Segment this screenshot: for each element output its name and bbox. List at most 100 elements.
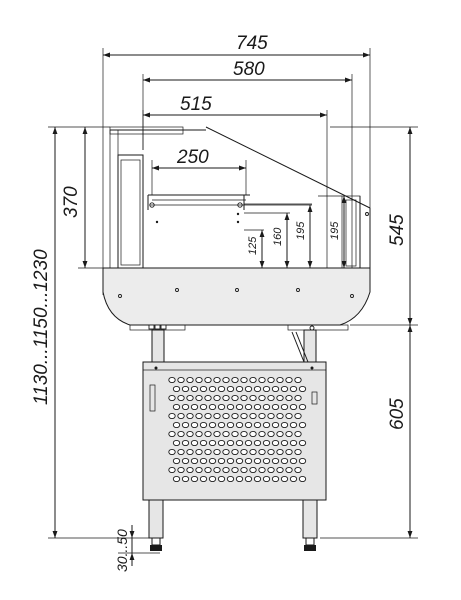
vent-hole bbox=[253, 457, 262, 465]
vent-hole bbox=[244, 385, 253, 393]
dim-195b-label: 195 bbox=[329, 221, 341, 240]
vent-hole bbox=[285, 448, 293, 456]
vent-hole bbox=[240, 376, 248, 384]
vent-hole bbox=[208, 457, 217, 465]
vent-hole bbox=[235, 385, 244, 393]
vent-hole bbox=[177, 376, 185, 384]
vent-hole bbox=[276, 394, 284, 402]
vent-hole bbox=[181, 385, 190, 393]
vent-hole bbox=[258, 466, 266, 474]
vent-hole bbox=[253, 385, 262, 393]
vent-hole bbox=[168, 430, 176, 438]
vent-hole bbox=[199, 421, 208, 429]
vent-hole bbox=[181, 475, 190, 483]
vent-hole bbox=[294, 394, 302, 402]
vent-hole bbox=[168, 466, 176, 474]
vent-hole bbox=[172, 421, 181, 429]
vent-hole bbox=[294, 376, 302, 384]
dim-515-label: 515 bbox=[180, 94, 212, 115]
vent-hole bbox=[285, 412, 293, 420]
vent-hole bbox=[258, 412, 266, 420]
dimension-580: 580 bbox=[143, 59, 352, 83]
dimension-125: 125 bbox=[247, 230, 265, 268]
vent-hole bbox=[199, 457, 208, 465]
vent-hole bbox=[294, 448, 302, 456]
vent-hole bbox=[280, 439, 289, 447]
dim-160-label: 160 bbox=[272, 227, 284, 246]
vent-hole bbox=[276, 430, 284, 438]
vent-hole bbox=[235, 439, 244, 447]
vent-hole bbox=[240, 466, 248, 474]
vent-hole bbox=[195, 448, 203, 456]
extension-lines-left bbox=[48, 126, 160, 554]
vent-hole bbox=[213, 376, 221, 384]
vent-hole bbox=[289, 385, 298, 393]
vent-hole bbox=[217, 403, 226, 411]
dimension-total-height: 1130...1150...1230 bbox=[31, 127, 58, 538]
vent-hole bbox=[190, 475, 199, 483]
vent-hole bbox=[244, 457, 253, 465]
vent-hole bbox=[258, 376, 266, 384]
vent-hole bbox=[289, 457, 298, 465]
vent-hole bbox=[195, 466, 203, 474]
lower-legs bbox=[148, 499, 318, 551]
vent-hole bbox=[213, 466, 221, 474]
vent-hole bbox=[222, 430, 230, 438]
vent-hole bbox=[181, 403, 190, 411]
dim-580-label: 580 bbox=[233, 59, 265, 80]
vent-hole bbox=[222, 376, 230, 384]
vent-hole bbox=[226, 385, 235, 393]
dimension-160: 160 bbox=[272, 213, 290, 268]
dim-125-label: 125 bbox=[247, 236, 259, 255]
vent-hole bbox=[190, 457, 199, 465]
vent-hole bbox=[267, 430, 275, 438]
vent-hole bbox=[258, 394, 266, 402]
vent-hole bbox=[280, 421, 289, 429]
vent-hole bbox=[289, 421, 298, 429]
vent-hole bbox=[249, 412, 257, 420]
vent-hole bbox=[267, 394, 275, 402]
vent-hole bbox=[172, 403, 181, 411]
vent-hole bbox=[168, 448, 176, 456]
vent-hole bbox=[186, 376, 194, 384]
vent-hole bbox=[222, 466, 230, 474]
vent-hole bbox=[271, 385, 280, 393]
display-unit bbox=[102, 126, 371, 331]
vent-hole bbox=[294, 466, 302, 474]
vent-hole bbox=[208, 403, 217, 411]
base-cabinet bbox=[142, 361, 327, 501]
vent-hole bbox=[190, 385, 199, 393]
vent-hole bbox=[226, 421, 235, 429]
vent-hole bbox=[271, 475, 280, 483]
vent-hole bbox=[267, 412, 275, 420]
vent-hole bbox=[249, 394, 257, 402]
vent-hole bbox=[235, 457, 244, 465]
vent-hole bbox=[186, 394, 194, 402]
vent-hole bbox=[271, 457, 280, 465]
vent-hole bbox=[177, 394, 185, 402]
vent-hole bbox=[177, 412, 185, 420]
vent-hole bbox=[294, 430, 302, 438]
vent-hole bbox=[208, 439, 217, 447]
vent-hole bbox=[276, 376, 284, 384]
vent-hole bbox=[213, 394, 221, 402]
vent-hole bbox=[298, 439, 307, 447]
vent-hole bbox=[208, 385, 217, 393]
vent-hole bbox=[289, 403, 298, 411]
vent-hole bbox=[267, 466, 275, 474]
vent-hole bbox=[235, 403, 244, 411]
upper-legs bbox=[151, 329, 317, 363]
vent-hole bbox=[168, 412, 176, 420]
vent-hole bbox=[199, 403, 208, 411]
vent-hole bbox=[186, 448, 194, 456]
vent-hole bbox=[195, 412, 203, 420]
vent-hole bbox=[285, 430, 293, 438]
vent-hole bbox=[289, 475, 298, 483]
dimension-250: 250 bbox=[152, 147, 246, 171]
dimension-195-b: 195 bbox=[329, 196, 347, 268]
vent-hole bbox=[244, 421, 253, 429]
vent-hole bbox=[213, 412, 221, 420]
vent-hole bbox=[231, 466, 239, 474]
vent-hole bbox=[244, 403, 253, 411]
